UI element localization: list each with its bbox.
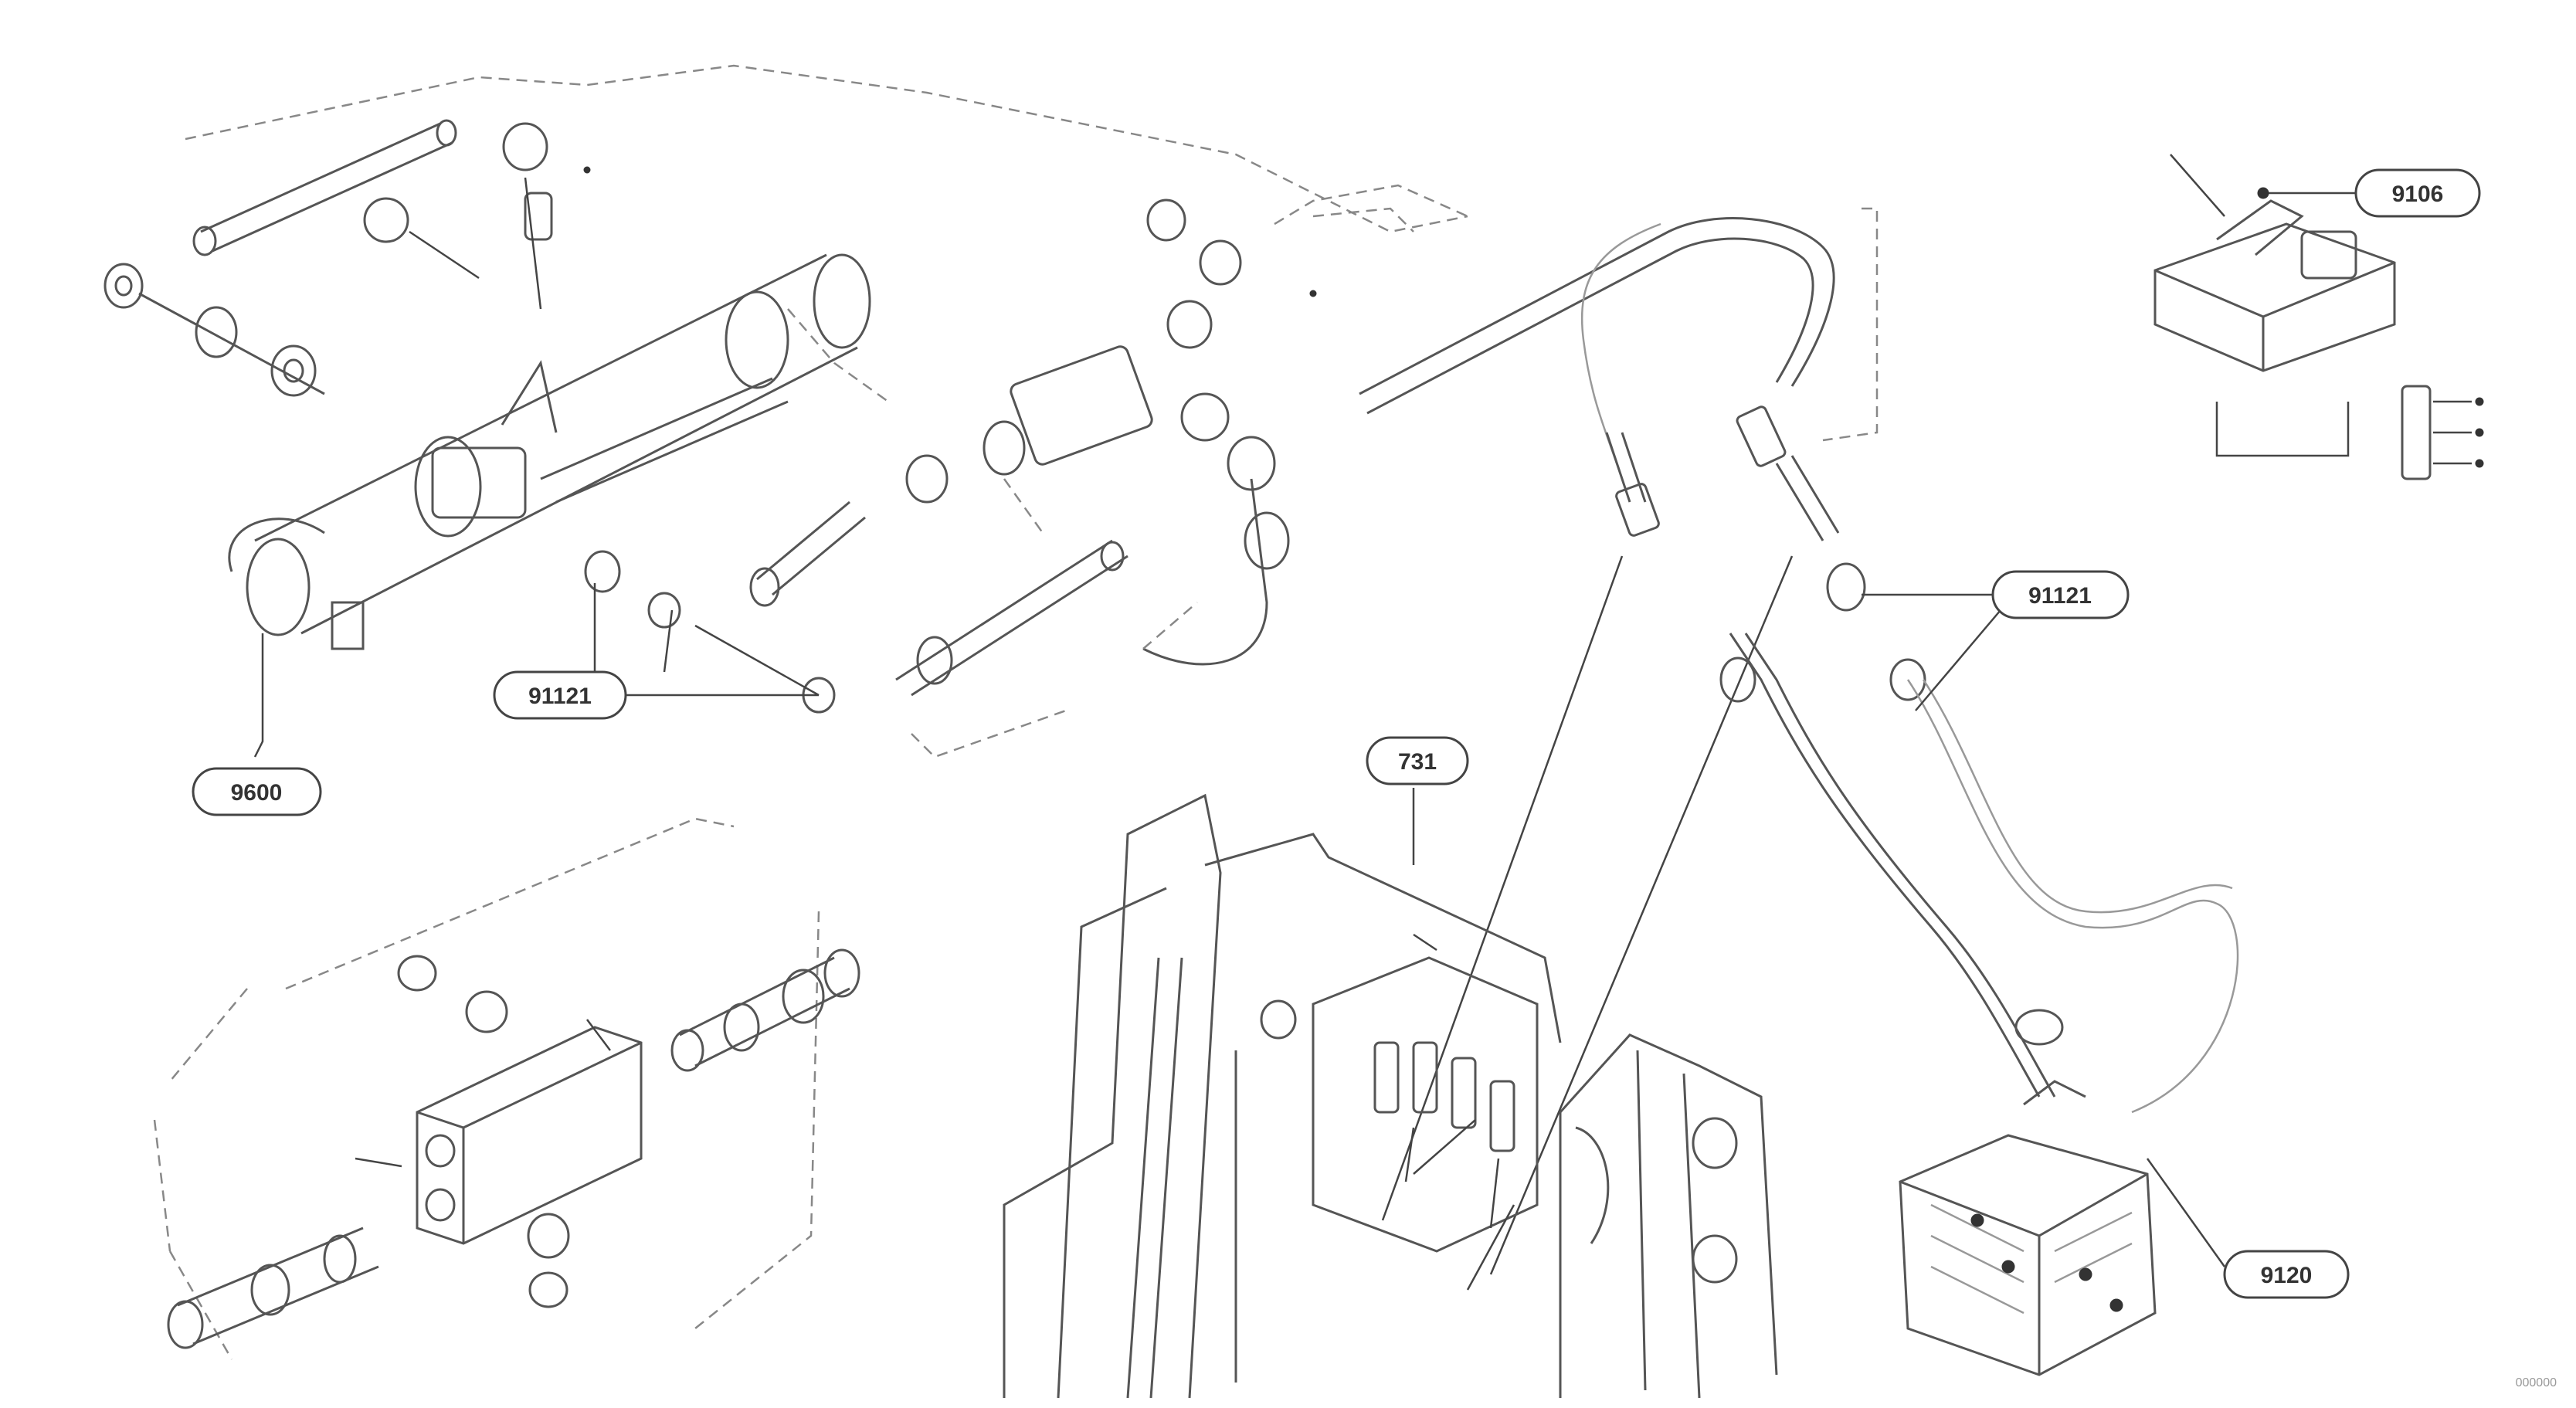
- boom-frame: [1003, 793, 1778, 1399]
- callout-9120-label: 9120: [2261, 1263, 2313, 1288]
- callout-731: 731: [1366, 736, 1469, 952]
- callout-9600: 9600: [192, 633, 322, 816]
- callout-9106-label: 9106: [2392, 182, 2444, 207]
- callout-9106: 9106: [2354, 168, 2481, 218]
- drawing-reference-code: 000000: [2516, 1376, 2557, 1389]
- callout-731-label: 731: [1398, 749, 1437, 775]
- pipe-bundle: [1312, 207, 2239, 1275]
- control-valve-bank: [1899, 1080, 2226, 1376]
- cylinder-assembly: [104, 64, 1468, 758]
- callout-91121-left-label: 91121: [528, 684, 592, 709]
- callout-91121-right-label: 91121: [2028, 583, 2092, 609]
- callout-9120: 9120: [2223, 1250, 2350, 1299]
- valve-block: [153, 817, 860, 1360]
- valve-detail: [2153, 154, 2484, 480]
- callout-9600-label: 9600: [231, 780, 283, 806]
- callout-91121-right: 91121: [1862, 570, 2130, 711]
- callout-91121-left: 91121: [493, 583, 820, 720]
